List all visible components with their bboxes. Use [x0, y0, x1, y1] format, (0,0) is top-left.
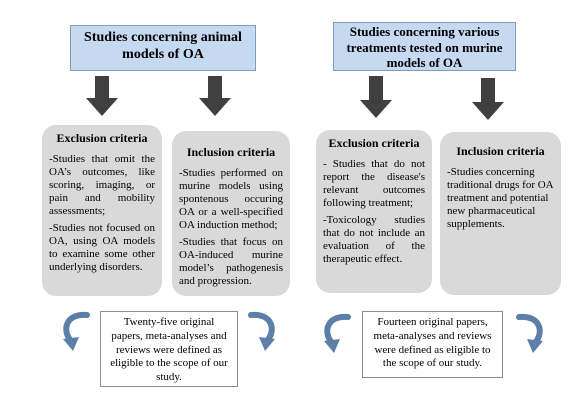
left-result-box: Twenty-five original papers, meta-analys…: [100, 311, 238, 387]
right-inclusion-criteria-box: Inclusion criteria -Studies concerning t…: [440, 132, 561, 295]
exclusion-criteria-heading: Exclusion criteria: [56, 131, 148, 145]
curved-arrow-icon: [516, 313, 543, 353]
criteria-item: -Studies concerning traditional drugs fo…: [447, 166, 554, 230]
left-exclusion-criteria-box: Exclusion criteria -Studies that omit th…: [42, 125, 162, 296]
inclusion-criteria-heading: Inclusion criteria: [456, 144, 545, 158]
right-exclusion-criteria-box: Exclusion criteria - Studies that do not…: [316, 130, 432, 293]
criteria-item: -Studies not focused on OA, using OA mod…: [49, 221, 155, 273]
exclusion-criteria-heading: Exclusion criteria: [328, 136, 420, 150]
down-arrow-icon: [472, 78, 504, 120]
right-result-box: Fourteen original papers, meta-analyses …: [362, 311, 503, 378]
down-arrow-icon: [199, 76, 231, 116]
curved-arrow-icon: [324, 313, 351, 353]
criteria-item: -Studies that omit the OA’s outcomes, li…: [49, 153, 155, 217]
curved-arrow-icon: [63, 311, 90, 351]
down-arrow-icon: [360, 76, 392, 118]
criteria-item: -Toxicology studies that do not include …: [323, 213, 425, 265]
left-panel-title: Studies concerning animal models of OA: [70, 25, 256, 71]
right-panel-title: Studies concerning various treatments te…: [333, 22, 516, 71]
down-arrow-icon: [86, 76, 118, 116]
inclusion-criteria-heading: Inclusion criteria: [186, 145, 276, 159]
criteria-item: -Studies that focus on OA-induced murine…: [179, 235, 283, 287]
criteria-item: - Studies that do not report the disease…: [323, 158, 425, 209]
curved-arrow-icon: [248, 311, 275, 351]
left-inclusion-criteria-box: Inclusion criteria -Studies performed on…: [172, 131, 290, 296]
criteria-item: -Studies performed on murine models usin…: [179, 167, 283, 231]
